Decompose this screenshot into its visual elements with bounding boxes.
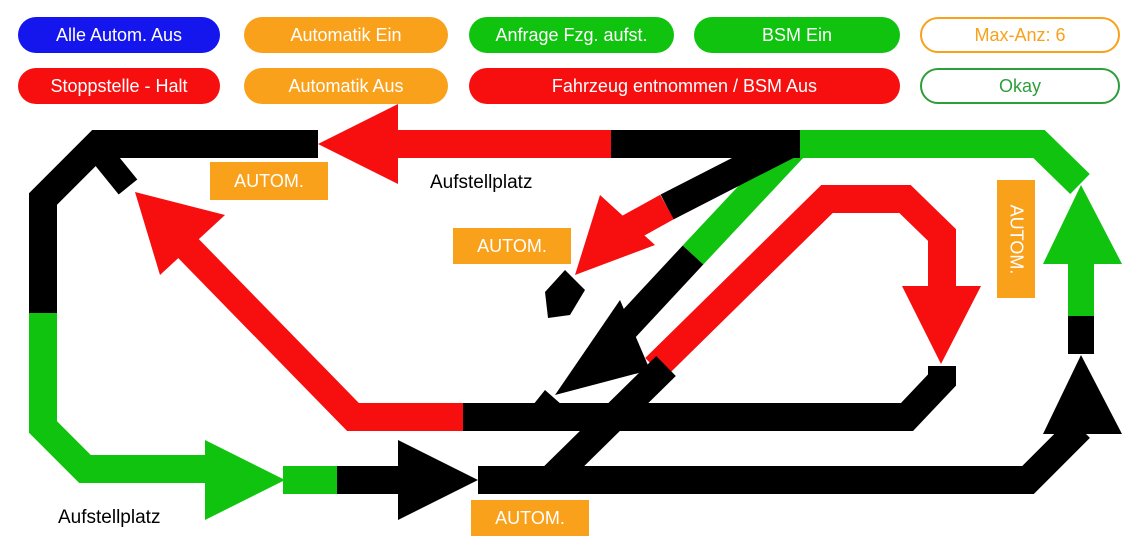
track-left-lower[interactable] <box>29 313 338 520</box>
automatik-ein-button[interactable]: Automatik Ein <box>244 17 448 53</box>
okay-button[interactable]: Okay <box>920 68 1120 104</box>
aufstellplatz-label-bottom: Aufstellplatz <box>58 507 161 528</box>
track-black-crossing[interactable] <box>538 356 676 492</box>
fahrzeug-entnommen-bsm-aus-button[interactable]: Fahrzeug entnommen / BSM Aus <box>469 68 900 104</box>
track-top-black[interactable] <box>555 130 800 395</box>
track-red-diagonal-top[interactable] <box>545 194 674 318</box>
autom-label-top-left[interactable]: AUTOM. <box>210 162 328 200</box>
track-right-vertical[interactable] <box>1043 185 1122 354</box>
autom-label-right-vertical[interactable]: AUTOM. <box>997 180 1035 298</box>
track-middle-black[interactable] <box>463 366 956 431</box>
autom-label-middle[interactable]: AUTOM. <box>453 228 571 264</box>
bsm-ein-button[interactable]: BSM Ein <box>694 17 900 53</box>
stoppstelle-halt-button[interactable]: Stoppstelle - Halt <box>18 68 220 104</box>
automatik-aus-button[interactable]: Automatik Aus <box>244 68 448 104</box>
track-red-loop[interactable] <box>645 185 981 378</box>
track-top-red[interactable] <box>318 104 611 184</box>
track-left-upper[interactable] <box>29 130 318 313</box>
alle-autom-aus-button[interactable]: Alle Autom. Aus <box>18 17 220 53</box>
anfrage-fzg-aufst-button[interactable]: Anfrage Fzg. aufst. <box>469 17 674 53</box>
track-top-green[interactable] <box>682 130 1090 265</box>
track-bottom[interactable] <box>337 355 1122 520</box>
max-anz-field[interactable]: Max-Anz: 6 <box>920 17 1120 53</box>
autom-label-bottom[interactable]: AUTOM. <box>471 500 589 536</box>
autom-label-right-vertical-text: AUTOM. <box>1006 204 1027 274</box>
track-red-diagonal-left[interactable] <box>135 192 465 431</box>
aufstellplatz-label-top: Aufstellplatz <box>430 172 533 193</box>
